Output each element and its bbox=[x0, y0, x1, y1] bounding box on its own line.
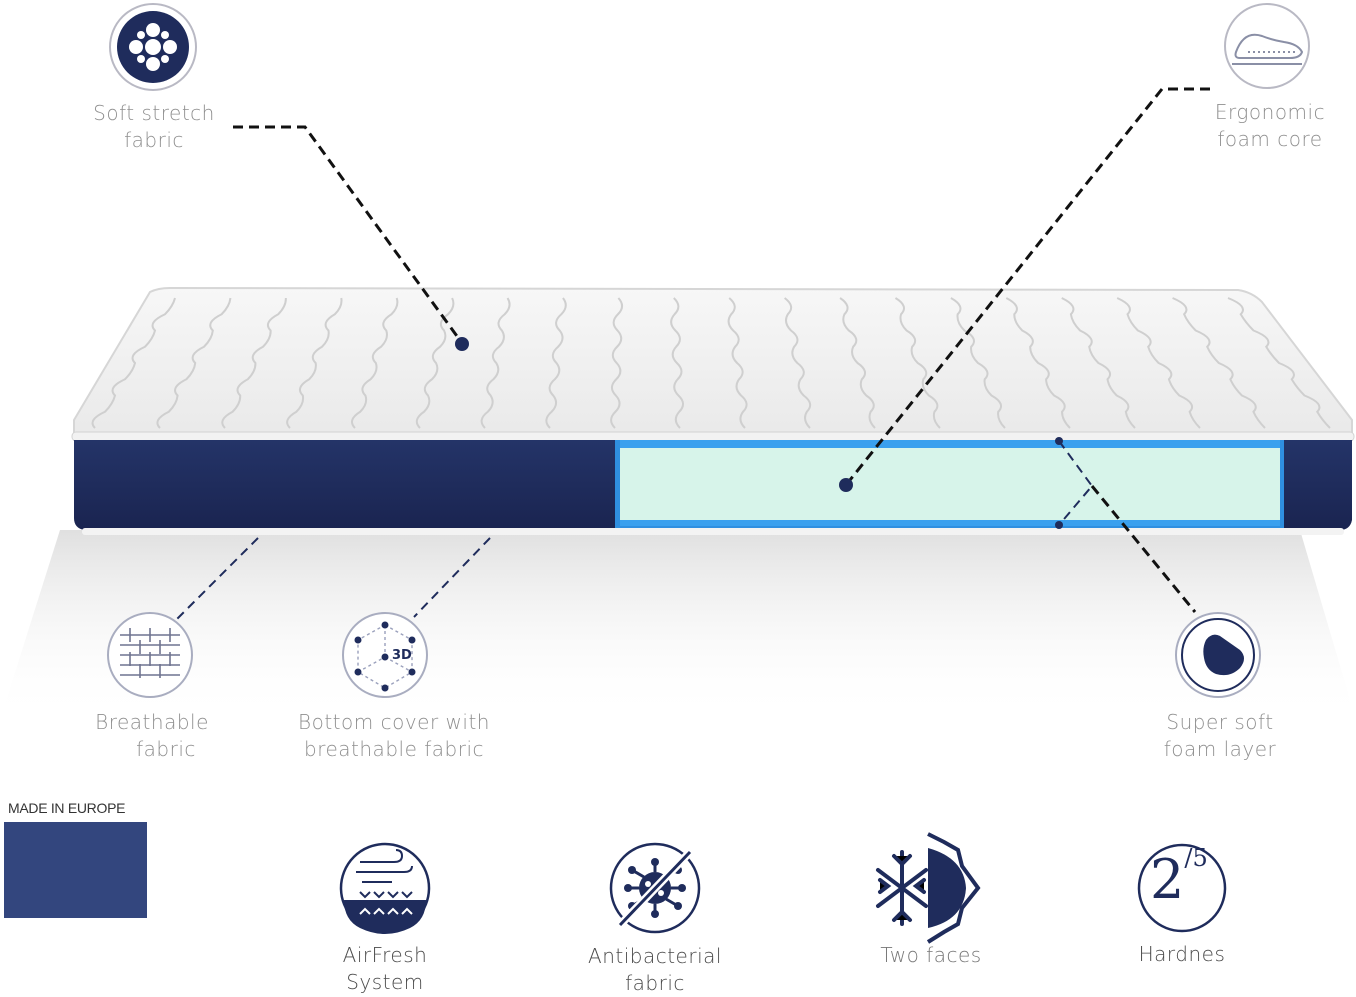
quilt-line bbox=[221, 297, 287, 429]
antibacterial-label: Antibacterial fabric bbox=[588, 944, 722, 995]
quilt-line bbox=[784, 297, 812, 429]
ergonomic-foam-icon bbox=[1224, 3, 1310, 89]
bottom-cover-label: Bottom cover with breathable fabric bbox=[298, 710, 490, 761]
quilt-line bbox=[839, 297, 876, 429]
top-piping bbox=[71, 431, 1355, 442]
quilt-line bbox=[545, 297, 567, 429]
quilt-line bbox=[286, 297, 343, 429]
eu-flag bbox=[4, 822, 147, 918]
hardness-label: Hardnes bbox=[1138, 942, 1226, 965]
floor-shadow bbox=[0, 530, 1356, 720]
super-soft-icon bbox=[1175, 612, 1261, 698]
3d-fabric-icon bbox=[342, 612, 428, 698]
hardness-value: 2/5 bbox=[1150, 844, 1208, 911]
two-faces-label: Two faces bbox=[880, 943, 982, 967]
mattress-side-left bbox=[74, 440, 615, 530]
leader-breathable bbox=[175, 537, 259, 621]
airfresh-label: AirFresh System bbox=[342, 943, 428, 994]
marker-ergonomic bbox=[839, 478, 853, 492]
marker-soft-stretch bbox=[455, 337, 469, 351]
bottom-piping bbox=[82, 528, 1344, 535]
mattress-side-right bbox=[1284, 440, 1352, 530]
quilt-line bbox=[950, 297, 1006, 429]
breathable-label: Breathable fabric bbox=[95, 710, 209, 761]
soft-stretch-label: Soft stretch fabric bbox=[93, 101, 215, 152]
quilt-line bbox=[1061, 297, 1136, 429]
leader-bottom-cover bbox=[413, 537, 491, 618]
quilt-line bbox=[1116, 297, 1201, 429]
breathable-fabric-icon bbox=[107, 612, 193, 698]
super-soft-label: Super soft foam layer bbox=[1163, 710, 1277, 761]
two-faces-icon bbox=[876, 832, 981, 944]
quilt-line bbox=[1172, 297, 1266, 429]
foam-core-inner bbox=[620, 448, 1280, 520]
quilt-line bbox=[91, 297, 176, 429]
hardness-icon bbox=[1137, 843, 1227, 933]
ergonomic-label: Ergonomic foam core bbox=[1214, 100, 1326, 151]
leader-super-soft bbox=[1090, 485, 1197, 613]
quilt-line bbox=[727, 297, 748, 429]
3d-text: 3D bbox=[392, 648, 412, 663]
leader-ergonomic bbox=[844, 87, 1210, 486]
quilt-line bbox=[156, 297, 232, 429]
mattress-top bbox=[73, 286, 1353, 441]
quilt-line bbox=[480, 297, 511, 429]
leader-soft-stretch bbox=[233, 125, 464, 344]
quilt-line bbox=[350, 297, 399, 429]
quilt-line bbox=[1005, 297, 1071, 429]
airfresh-icon bbox=[339, 842, 431, 934]
antibacterial-icon bbox=[609, 842, 701, 934]
quilt-line bbox=[670, 297, 685, 429]
made-in-europe-caption: MADE IN EUROPE bbox=[8, 800, 126, 816]
soft-stretch-icon bbox=[109, 3, 197, 91]
quilting-pattern bbox=[91, 297, 1331, 429]
quilt-line bbox=[1227, 297, 1331, 429]
leader-foam-layer bbox=[1058, 440, 1094, 526]
quilt-line bbox=[894, 297, 941, 429]
quilt-line bbox=[610, 297, 624, 429]
